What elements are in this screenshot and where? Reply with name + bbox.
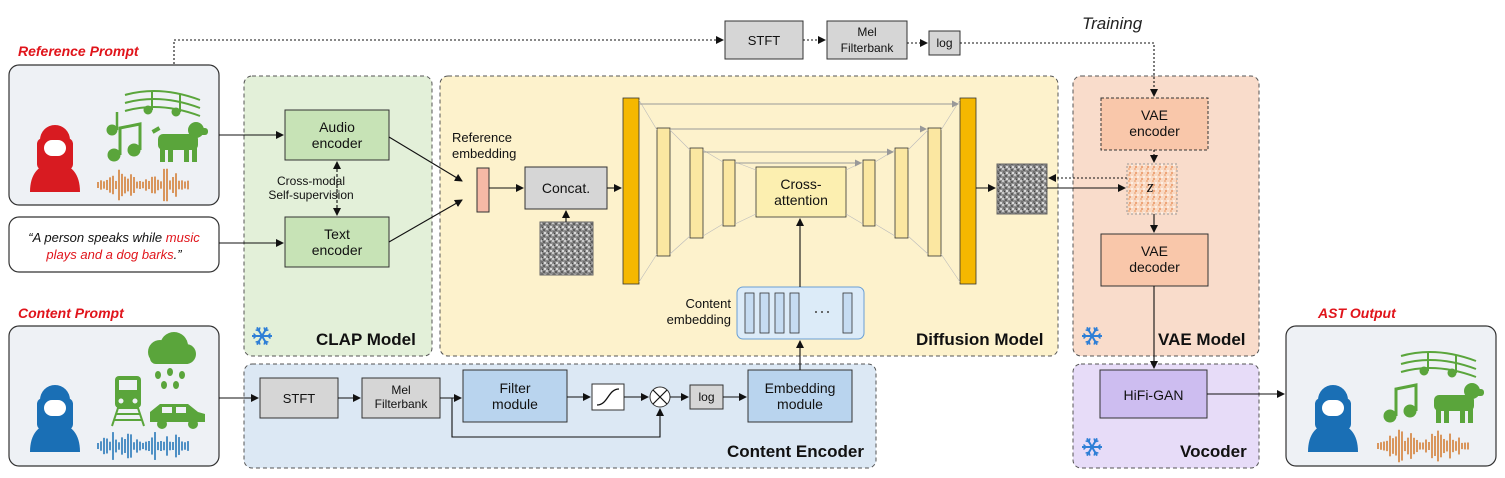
unet-dec-2	[927, 127, 942, 257]
dog-icon	[1434, 383, 1484, 423]
music-notes-icon	[106, 90, 201, 162]
concat-box	[524, 166, 608, 210]
audio-encoder-label: Audio encoder	[311, 119, 363, 151]
concat-label: Concat.	[541, 180, 591, 196]
unet-dec-1	[959, 97, 977, 285]
audio-encoder-box	[284, 109, 390, 161]
content-prompt-title: Content Prompt	[18, 305, 124, 321]
training-label: Training	[1082, 14, 1143, 33]
ce-log-label: log	[698, 390, 715, 404]
embedding-module-box	[747, 369, 853, 423]
unet	[622, 97, 977, 285]
ast-output-title: AST Output	[1318, 305, 1396, 321]
input-noise-square	[539, 221, 594, 276]
reference-prompt-title: Reference Prompt	[18, 43, 139, 59]
z-label: z	[1147, 177, 1154, 196]
waveform-icon	[1377, 429, 1469, 463]
text-prompt-panel	[8, 216, 220, 273]
diffusion-model-group	[439, 75, 1059, 357]
text-encoder-box	[284, 216, 390, 268]
cross-modal-label: Cross-modal Self-supervision	[268, 174, 354, 202]
output-latent-square	[996, 163, 1048, 215]
vae-encoder-box	[1100, 97, 1209, 151]
unet-dec-3	[894, 147, 909, 239]
ce-log-box	[689, 384, 724, 410]
cross-attention-label: Cross- attention	[774, 176, 828, 208]
snowflake-icon	[1082, 326, 1102, 346]
vocoder-title: Vocoder	[1180, 442, 1247, 461]
ce-stft-label: STFT	[282, 391, 316, 406]
hifigan-label: HiFi-GAN	[1123, 387, 1184, 403]
clap-model-title: CLAP Model	[316, 330, 416, 349]
sigmoid-icon	[596, 388, 620, 406]
waveform-icon	[97, 168, 189, 202]
filter-module-label: Filter module	[492, 380, 538, 412]
diffusion-model-title: Diffusion Model	[916, 330, 1044, 349]
top-log-label: log	[936, 36, 953, 50]
reference-embedding-bar	[476, 167, 490, 213]
top-mel-label: Mel Filterbank	[840, 25, 894, 55]
ce-stft-box	[259, 377, 339, 419]
dog-icon	[151, 122, 208, 162]
top-mel-box	[826, 20, 908, 60]
z-latent-box	[1126, 163, 1178, 215]
embedding-module-label: Embedding module	[764, 380, 836, 412]
waveform-icon	[97, 432, 189, 460]
unet-enc-3	[689, 147, 704, 239]
ce-mel-box	[361, 377, 441, 419]
hifigan-box	[1099, 369, 1208, 419]
vae-decoder-label: VAE decoder	[1129, 243, 1180, 275]
reference-embedding-label: Reference embedding	[452, 130, 517, 161]
vae-encoder-label: VAE encoder	[1129, 107, 1180, 139]
car-icon	[150, 404, 205, 429]
unet-enc-2	[656, 127, 671, 257]
vae-decoder-box	[1100, 233, 1209, 287]
unet-enc-4	[722, 159, 736, 227]
unet-enc-1	[622, 97, 640, 285]
cross-attention-box	[755, 166, 847, 218]
music-notes-icon	[1383, 351, 1477, 423]
content-embedding-vectors	[744, 292, 853, 334]
cloud-rain-icon	[148, 332, 196, 389]
text-encoder-label: Text encoder	[311, 226, 363, 258]
content-embedding-label: Content embedding	[666, 296, 731, 327]
vae-model-title: VAE Model	[1158, 330, 1246, 349]
unet-dec-4	[862, 159, 876, 227]
top-log-box	[928, 30, 961, 56]
snowflake-icon	[252, 326, 272, 346]
content-encoder-title: Content Encoder	[727, 442, 864, 461]
ce-mel-label: Mel Filterbank	[374, 383, 428, 411]
filter-module-box	[462, 369, 568, 423]
snowflake-icon	[1082, 437, 1102, 457]
embedding-dots: ···	[813, 301, 831, 321]
train-icon	[111, 376, 145, 427]
top-stft-label: STFT	[747, 33, 781, 48]
